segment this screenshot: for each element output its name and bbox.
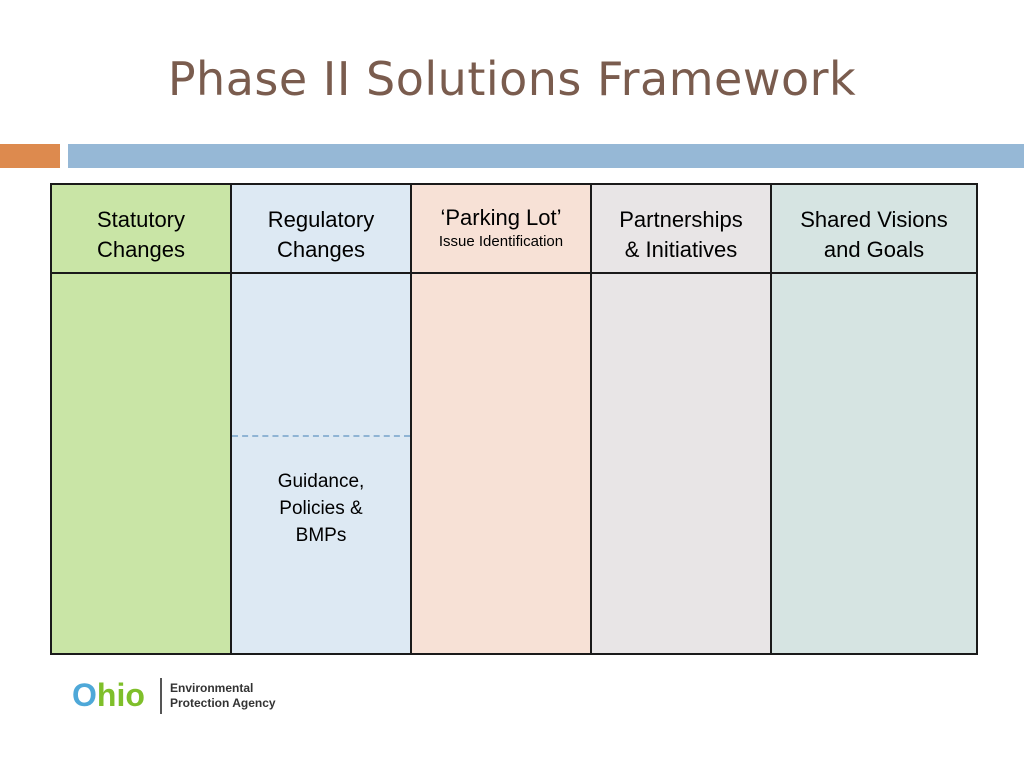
- header-line: Partnerships: [619, 207, 743, 232]
- column-parking-lot: ‘Parking Lot’ Issue Identification: [410, 183, 592, 655]
- column-header: Partnerships & Initiatives: [592, 185, 770, 274]
- ohio-epa-logo: Ohio Environmental Protection Agency: [72, 676, 312, 716]
- guidance-line: BMPs: [295, 525, 347, 546]
- column-shared-visions-goals: Shared Visions and Goals: [770, 183, 978, 655]
- header-subtitle: Issue Identification: [438, 233, 564, 250]
- ohio-wordmark: Ohio: [72, 676, 145, 714]
- guidance-line: Guidance,: [277, 471, 365, 492]
- column-header: ‘Parking Lot’ Issue Identification: [412, 185, 590, 274]
- column-regulatory-changes: Regulatory Changes Guidance, Policies & …: [230, 183, 412, 655]
- header-line: Statutory: [96, 207, 186, 232]
- header-line: & Initiatives: [624, 237, 738, 262]
- accent-bar-orange: [0, 144, 60, 168]
- header-line: Shared Visions: [800, 207, 948, 232]
- ohio-wordmark-o: O: [72, 677, 97, 713]
- header-line: Changes: [96, 237, 186, 262]
- column-header: Statutory Changes: [52, 185, 230, 274]
- header-line: and Goals: [823, 237, 925, 262]
- column-partnerships-initiatives: Partnerships & Initiatives: [590, 183, 772, 655]
- slide-title: Phase II Solutions Framework: [167, 52, 857, 106]
- dashed-divider: [232, 435, 410, 437]
- guidance-text: Guidance, Policies & BMPs: [232, 468, 410, 549]
- agency-line: Protection Agency: [170, 696, 276, 710]
- header-line: Regulatory: [267, 207, 375, 232]
- accent-bar-blue: [68, 144, 1024, 168]
- ohio-wordmark-hio: hio: [96, 677, 145, 713]
- agency-line: Environmental: [170, 681, 254, 695]
- column-statutory-changes: Statutory Changes: [50, 183, 232, 655]
- column-header: Shared Visions and Goals: [772, 185, 976, 274]
- header-line: Changes: [276, 237, 366, 262]
- guidance-line: Policies &: [279, 498, 363, 519]
- logo-divider: [160, 678, 162, 714]
- column-header: Regulatory Changes: [232, 185, 410, 274]
- agency-name: Environmental Protection Agency: [170, 681, 276, 711]
- header-line: ‘Parking Lot’: [440, 205, 562, 230]
